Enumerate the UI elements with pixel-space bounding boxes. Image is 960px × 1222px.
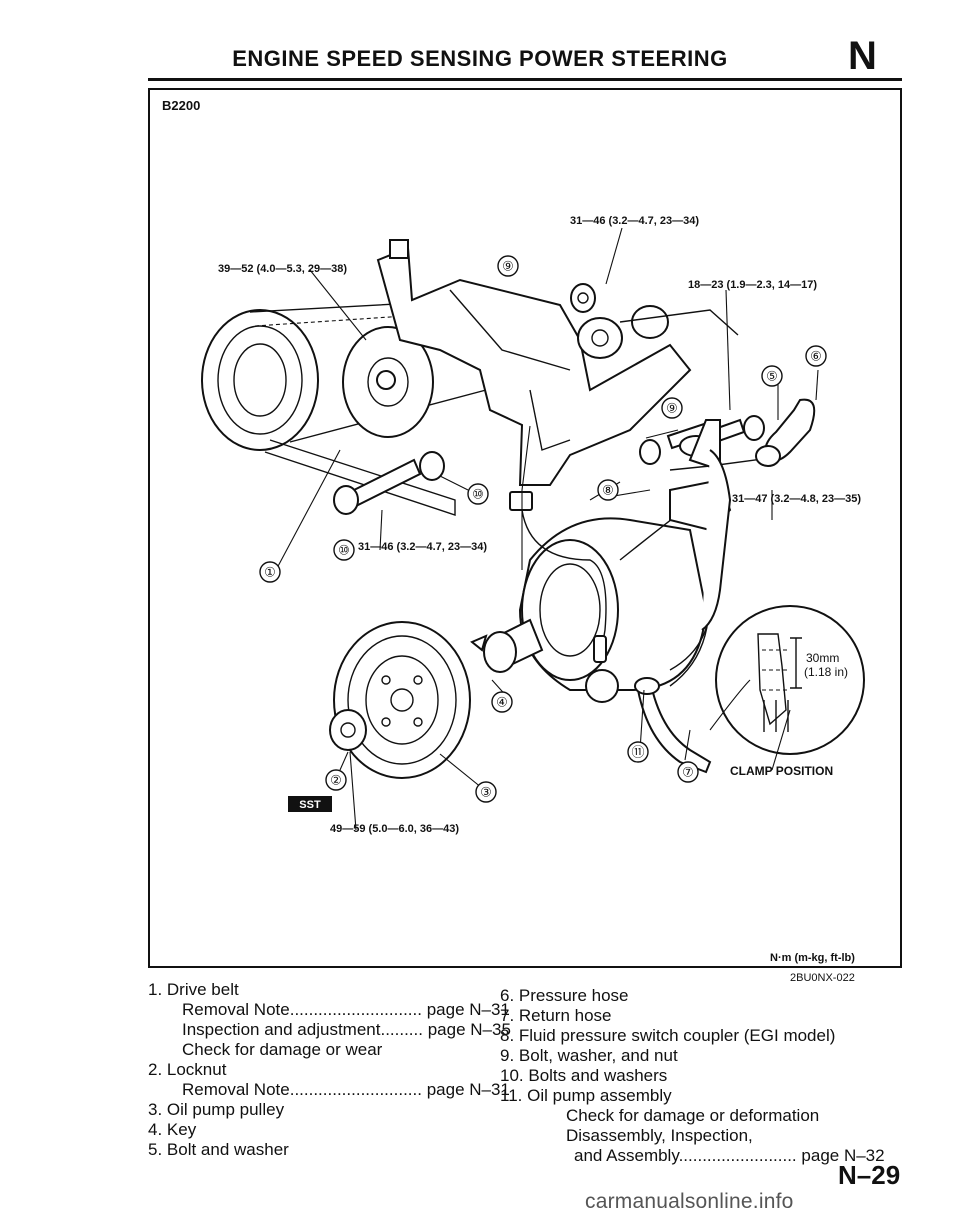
svg-text:⑤: ⑤ xyxy=(766,369,778,384)
legend-item-6: 6. Pressure hose xyxy=(500,986,629,1005)
page-number: N–29 xyxy=(838,1160,901,1190)
callout-9-middle: ⑨ xyxy=(661,397,683,419)
sst-badge-box xyxy=(288,796,332,812)
clamp-position-detail: 30mm (1.18 in) xyxy=(709,605,865,755)
callout-1: ① xyxy=(259,561,281,583)
legend-item-1: 1. Drive belt xyxy=(148,980,239,999)
clamp-position-label: CLAMP POSITION xyxy=(730,764,833,778)
legend-item-11: 11. Oil pump assembly xyxy=(500,1086,672,1105)
callout-11: ⑪ xyxy=(627,741,649,763)
figure-frame xyxy=(148,88,902,968)
svg-text:⑥: ⑥ xyxy=(810,349,822,364)
legend-item-2: 2. Locknut xyxy=(148,1060,227,1079)
callout-10-right: ⑩ xyxy=(467,483,489,505)
drive-belt xyxy=(201,299,489,516)
exploded-diagram: 30mm (1.18 in) SST 39—52 (4.0—5.3, 2 xyxy=(201,215,865,835)
nut-9-upper xyxy=(570,283,596,313)
legend-item-3: 3. Oil pump pulley xyxy=(148,1100,285,1119)
svg-text:⑪: ⑪ xyxy=(631,745,644,760)
torque-label-2: 31—46 (3.2—4.7, 23—34) xyxy=(570,215,699,227)
sst-badge: SST xyxy=(299,799,321,811)
return-hose xyxy=(634,677,712,774)
oil-pump-pulley xyxy=(333,621,471,779)
svg-text:⑨: ⑨ xyxy=(666,401,678,416)
key xyxy=(470,634,488,652)
figure-code: 2BU0NX-022 xyxy=(790,972,855,984)
legend-item-9: 9. Bolt, washer, and nut xyxy=(500,1046,678,1065)
clamp-dimension-in: (1.18 in) xyxy=(804,665,848,679)
model-label: B2200 xyxy=(162,98,201,113)
legend-item-2-removal: Removal Note............................… xyxy=(182,1080,510,1099)
svg-text:④: ④ xyxy=(496,695,508,710)
parts-legend-left: 1. Drive belt Removal Note..............… xyxy=(148,980,538,1160)
legend-item-11-check: Check for damage or deformation xyxy=(566,1106,820,1125)
parts-legend-right: 6. Pressure hose 7. Return hose 8. Fluid… xyxy=(500,986,920,1166)
callout-6: ⑥ xyxy=(805,345,827,367)
svg-text:⑨: ⑨ xyxy=(502,259,514,274)
legend-item-11-disassembly: Disassembly, Inspection, xyxy=(566,1126,753,1145)
locknut xyxy=(329,709,367,751)
watermark: carmanualsonline.info xyxy=(585,1190,794,1213)
callout-9-upper: ⑨ xyxy=(497,255,519,277)
fluid-pressure-coupler xyxy=(509,491,607,663)
idler-pulley xyxy=(342,326,434,438)
clamp-dimension-mm: 30mm xyxy=(806,651,839,665)
legend-item-1-removal: Removal Note............................… xyxy=(182,1000,510,1019)
callout-7: ⑦ xyxy=(677,761,699,783)
svg-text:①: ① xyxy=(264,565,276,580)
torque-label-4: 31—47 (3.2—4.8, 23—35) xyxy=(732,493,861,505)
callout-10-left: ⑩ xyxy=(333,539,355,561)
torque-label-6: 49—59 (5.0—6.0, 36—43) xyxy=(330,823,459,835)
svg-text:③: ③ xyxy=(480,785,492,800)
svg-text:⑩: ⑩ xyxy=(472,487,484,502)
page-header-title: ENGINE SPEED SENSING POWER STEERING xyxy=(232,46,728,71)
callout-5: ⑤ xyxy=(761,365,783,387)
torque-units: N·m (m-kg, ft-lb) xyxy=(770,952,855,964)
legend-item-10: 10. Bolts and washers xyxy=(500,1066,668,1085)
svg-text:⑦: ⑦ xyxy=(682,765,694,780)
callout-2: ② xyxy=(325,769,347,791)
legend-item-4: 4. Key xyxy=(148,1120,197,1139)
callout-8: ⑧ xyxy=(597,479,619,501)
svg-text:⑧: ⑧ xyxy=(602,483,614,498)
legend-item-1-check: Check for damage or wear xyxy=(182,1040,383,1059)
legend-item-5: 5. Bolt and washer xyxy=(148,1140,289,1159)
header-rule xyxy=(148,78,902,81)
svg-text:⑩: ⑩ xyxy=(338,543,350,558)
legend-item-8: 8. Fluid pressure switch coupler (EGI mo… xyxy=(500,1026,836,1045)
legend-item-7: 7. Return hose xyxy=(500,1006,612,1025)
legend-item-11-assembly: and Assembly......................... pa… xyxy=(574,1146,885,1165)
callout-3: ③ xyxy=(475,781,497,803)
svg-text:②: ② xyxy=(330,773,342,788)
torque-label-3: 18—23 (1.9—2.3, 14—17) xyxy=(688,279,817,291)
legend-item-1-inspection: Inspection and adjustment......... page … xyxy=(182,1020,511,1039)
torque-label-1: 39—52 (4.0—5.3, 29—38) xyxy=(218,263,347,275)
pump-bracket xyxy=(376,239,739,486)
section-letter: N xyxy=(848,34,877,78)
callout-4: ④ xyxy=(491,691,513,713)
bolt-10 xyxy=(333,451,445,515)
torque-label-5: 31—46 (3.2—4.7, 23—34) xyxy=(358,541,487,553)
